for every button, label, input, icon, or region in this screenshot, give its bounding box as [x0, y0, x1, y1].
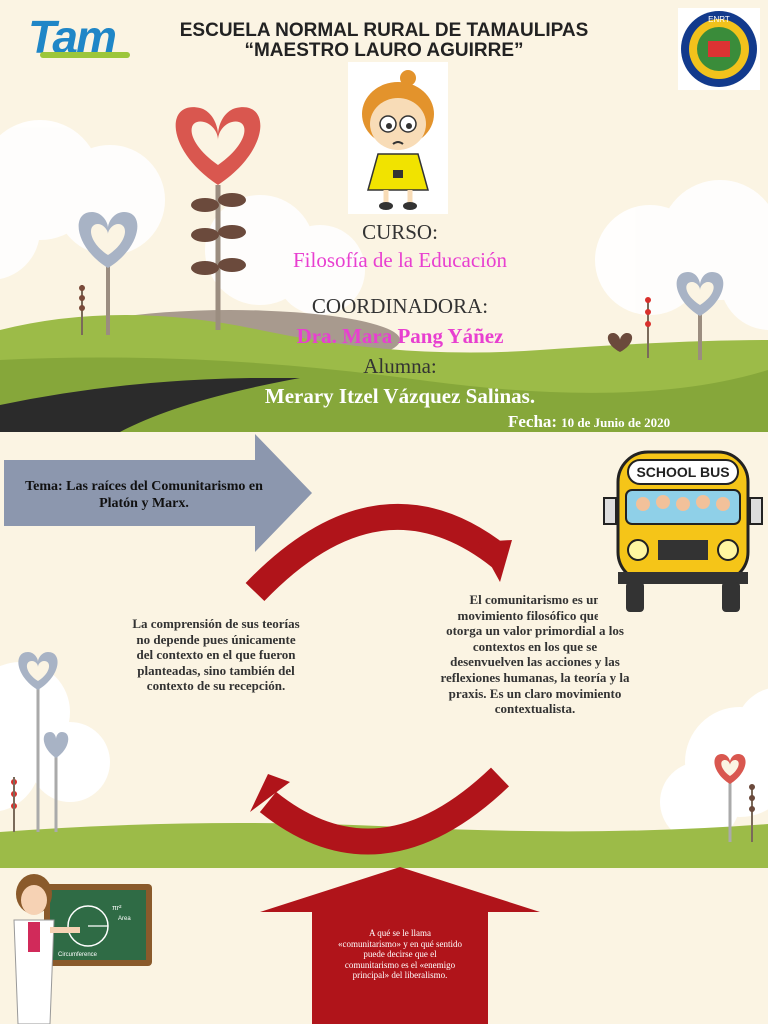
- board-area: Area: [118, 916, 131, 922]
- school-name-line1: ESCUELA NORMAL RURAL DE TAMAULIPAS: [179, 20, 589, 41]
- alumna-value: Merary Itzel Vázquez Salinas.: [264, 384, 536, 408]
- board-formula: πr²: [112, 905, 122, 912]
- left-paragraph: La comprensión de sus teorías no depende…: [132, 616, 300, 694]
- girl-illustration: [348, 62, 448, 214]
- tema-arrow-shape: [4, 434, 312, 552]
- fecha-value: 10 de Junio de 2020: [561, 415, 671, 430]
- infographic-section: Tema: Las raíces del Comunitarismo en Pl…: [0, 432, 768, 1024]
- tam-logo-swoosh: [40, 52, 130, 58]
- school-seal-icon: ENRT: [678, 8, 760, 90]
- coordinadora-label: COORDINADORA:: [311, 294, 489, 318]
- curso-label: CURSO:: [362, 220, 438, 244]
- teacher-chalkboard-illustration: πr² Area Circumference: [13, 874, 152, 1024]
- tema-text: Tema: Las raíces del Comunitarismo en Pl…: [25, 479, 263, 511]
- cover-section: Tam ESCUELA NORMAL RURAL DE TAMAULIPAS “…: [0, 0, 768, 432]
- board-circumference: Circumference: [58, 952, 98, 958]
- infographic-background: [0, 504, 768, 1024]
- bus-sign: SCHOOL BUS: [636, 464, 729, 480]
- school-bus-icon: SCHOOL BUS: [598, 432, 768, 622]
- question-text: A qué se le llama «comunitarismo» y en q…: [338, 928, 462, 981]
- seal-label: ENRT: [708, 15, 730, 24]
- fecha-label: Fecha:: [508, 412, 558, 431]
- right-paragraph: El comunitarismo es un movimiento filosó…: [440, 592, 630, 717]
- curso-value: Filosofía de la Educación: [292, 248, 508, 272]
- alumna-label: Alumna:: [363, 354, 437, 378]
- coordinadora-value: Dra. Mara Pang Yáñez: [296, 324, 504, 348]
- fecha-row: Fecha: 10 de Junio de 2020: [508, 412, 748, 432]
- school-name-line2: “MAESTRO LAURO AGUIRRE”: [244, 40, 524, 61]
